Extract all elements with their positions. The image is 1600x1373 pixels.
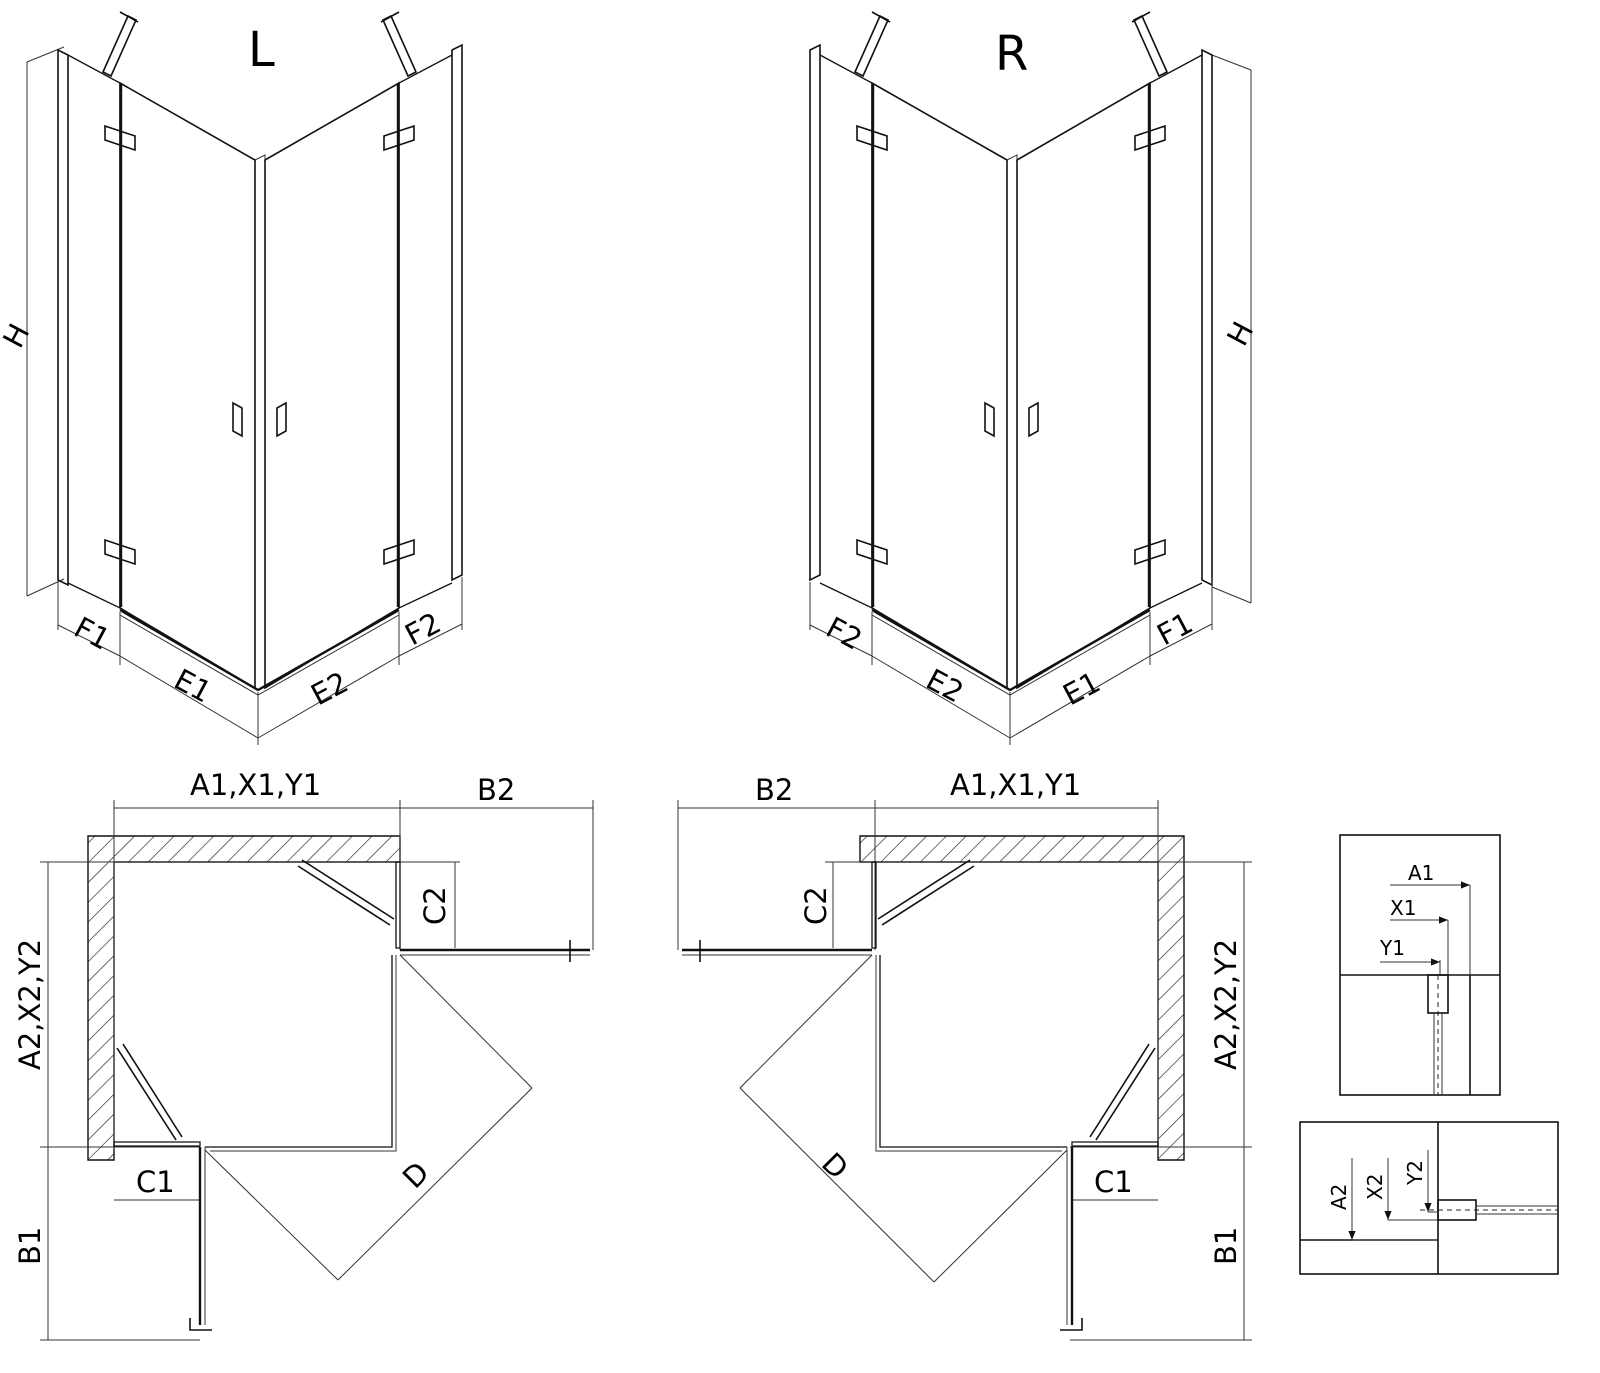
- dim-a1x1y1-right: A1,X1,Y1: [950, 768, 1081, 802]
- detail-x2: X2: [1363, 1174, 1387, 1200]
- stabilizer-bar-left: [101, 14, 138, 78]
- height-dimension-left: H: [0, 46, 65, 597]
- top-dimensions-right: B2 A1,X1,Y1: [677, 768, 1159, 1150]
- detail-x1: X1: [1390, 896, 1416, 920]
- detail-y2: Y2: [1403, 1160, 1427, 1186]
- base-dimensions-left: F1 E1 E2 F2: [57, 577, 463, 745]
- fixed-panel-right-r: [1149, 54, 1203, 610]
- dim-a1x1y1-left: A1,X1,Y1: [190, 768, 321, 802]
- dim-e2-left: E2: [305, 665, 353, 712]
- stabilizer-bar-right: [381, 14, 418, 78]
- door-right: [264, 81, 400, 690]
- diagonal-dimension-right: D: [739, 954, 1068, 1283]
- dim-e2-right: E2: [921, 662, 969, 709]
- side-dimensions-right: A2,X2,Y2 B1: [825, 861, 1252, 1341]
- diagonal-dimension-left: D: [204, 954, 533, 1281]
- door-right-r: [1016, 81, 1151, 690]
- dim-c1-left: C1: [136, 1165, 175, 1199]
- wall-profile-left: [57, 48, 69, 587]
- detail-a1: A1: [1408, 861, 1434, 885]
- dim-b2-left: B2: [477, 773, 515, 807]
- dim-c2-right: C2: [799, 886, 833, 925]
- dim-b2-right: B2: [755, 773, 793, 807]
- plan-view-right: B2 A1,X1,Y1 A2,X2,Y2 B1 C1 C2: [677, 768, 1252, 1341]
- dim-f2-left: F2: [399, 606, 446, 653]
- wall-top-left: [87, 835, 401, 1161]
- dim-a2x2y2-right: A2,X2,Y2: [1209, 939, 1243, 1070]
- height-dimension-right: H: [1211, 54, 1260, 604]
- hinge-icon: [104, 124, 415, 566]
- fixed-panel-right: [398, 54, 453, 610]
- plan-view-left: A1,X1,Y1 B2 A2,X2,Y2 B1 C1 C2: [13, 768, 594, 1341]
- fixed-panel-left-r: [819, 54, 873, 610]
- dim-f2-right: F2: [821, 610, 868, 657]
- top-dimensions-left: A1,X1,Y1 B2: [113, 768, 594, 1150]
- side-dimensions-left: A2,X2,Y2 B1: [13, 861, 460, 1341]
- door-handle-icon: [984, 401, 1039, 438]
- dim-c2-left: C2: [418, 886, 452, 925]
- dim-f1-right: F1: [1151, 606, 1198, 653]
- isometric-view-right: R H: [809, 11, 1260, 745]
- fixed-panel-left: [67, 54, 121, 610]
- view-label-l: L: [248, 22, 275, 78]
- dim-d-right: D: [815, 1146, 855, 1186]
- stabilizer-bar-right-r: [1132, 14, 1169, 78]
- view-label-r: R: [995, 26, 1028, 82]
- dim-e1-left: E1: [169, 662, 217, 709]
- wall-profile-right: [451, 43, 463, 582]
- dim-e1-right: E1: [1057, 665, 1105, 712]
- dim-b1-right: B1: [1209, 1227, 1243, 1265]
- wall-top-right: [859, 835, 1185, 1161]
- dim-a2x2y2-left: A2,X2,Y2: [13, 939, 47, 1070]
- wall-profile-left-r: [809, 43, 821, 582]
- detail-a2: A2: [1327, 1184, 1351, 1210]
- stabilizer-bar-left-r: [853, 14, 890, 78]
- door-left-r: [871, 81, 1008, 690]
- base-dimensions-right: F2 E2 E1 F1: [809, 577, 1213, 745]
- door-left: [119, 81, 256, 690]
- detail-y1: Y1: [1379, 936, 1405, 960]
- dim-h-left: H: [0, 318, 36, 353]
- dim-f1-left: F1: [69, 610, 116, 657]
- detail-box-top: A1 X1 Y1: [1339, 834, 1501, 1096]
- dim-b1-left: B1: [13, 1227, 47, 1265]
- hinge-icon: [856, 124, 1166, 566]
- isometric-view-left: L H: [0, 11, 463, 745]
- dim-h-right: H: [1220, 316, 1260, 351]
- door-handle-icon: [232, 401, 287, 438]
- wall-profile-right-r: [1201, 48, 1213, 587]
- dim-c1-right: C1: [1094, 1165, 1133, 1199]
- detail-box-bottom: A2 X2 Y2: [1299, 1121, 1559, 1275]
